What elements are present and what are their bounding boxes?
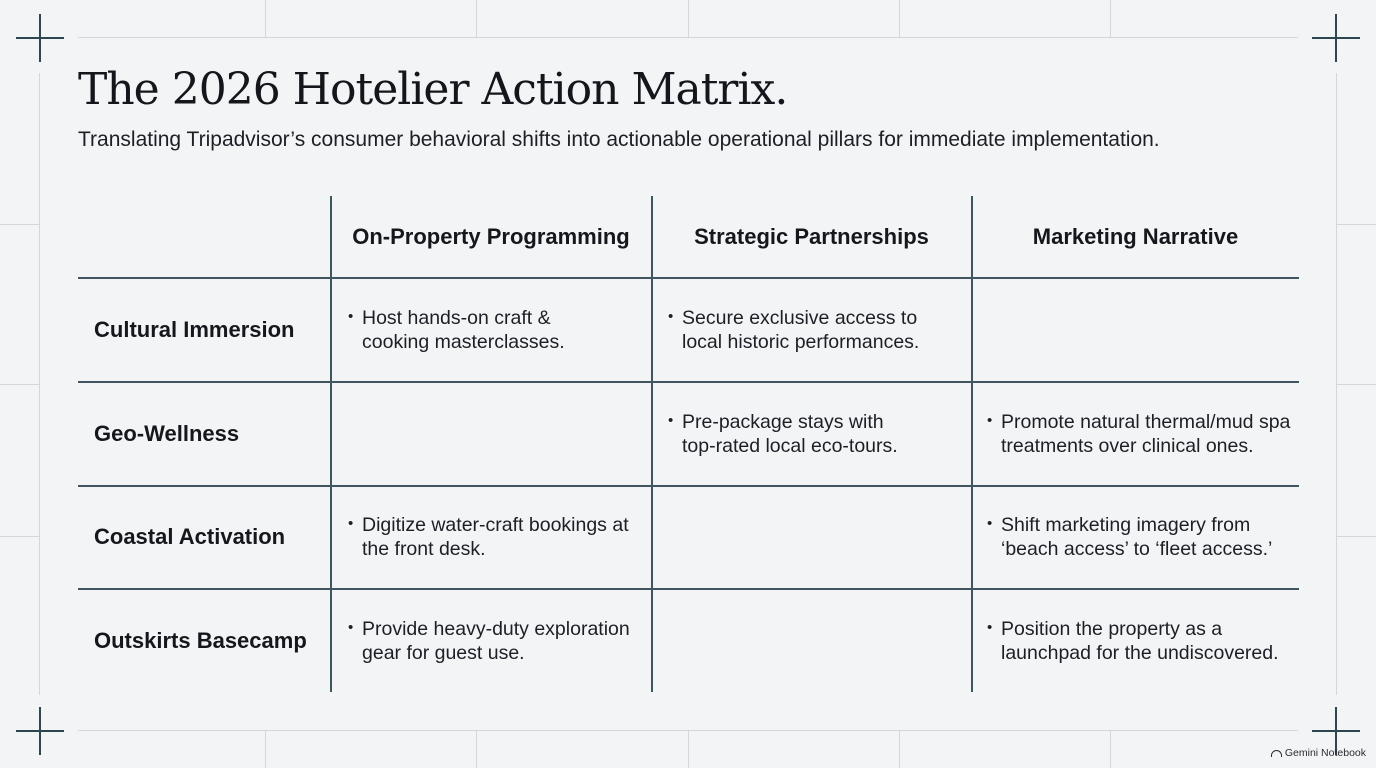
cell-text: Promote natural thermal/mud spa treatmen…	[987, 409, 1297, 458]
row-divider	[78, 381, 1299, 383]
row-header-cultural-immersion: Cultural Immersion	[94, 316, 295, 342]
matrix-cell: Secure exclusive access to local histori…	[668, 278, 963, 381]
cell-text: Secure exclusive access to local histori…	[668, 305, 944, 354]
matrix-cell: Digitize water-craft bookings at the fro…	[348, 486, 643, 588]
cell-text: Pre-package stays with top-rated local e…	[668, 409, 914, 458]
row-divider	[78, 588, 1299, 590]
cell-text: Host hands-on craft & cooking masterclas…	[348, 305, 572, 354]
row-header-outskirts-basecamp: Outskirts Basecamp	[94, 627, 307, 653]
cell-text: Digitize water-craft bookings at the fro…	[348, 512, 637, 561]
row-divider	[78, 485, 1299, 487]
crosshair-icon	[1312, 14, 1360, 62]
column-divider	[651, 196, 653, 692]
crosshair-icon	[1312, 707, 1360, 755]
crosshair-icon	[16, 707, 64, 755]
matrix-cell: Provide heavy-duty exploration gear for …	[348, 589, 643, 692]
page-subtitle: Translating Tripadvisor’s consumer behav…	[78, 128, 1160, 151]
page-title: The 2026 Hotelier Action Matrix.	[78, 64, 788, 115]
matrix-cell: Position the property as a launchpad for…	[987, 589, 1297, 692]
row-divider	[78, 277, 1299, 279]
column-divider	[330, 196, 332, 692]
row-header-coastal-activation: Coastal Activation	[94, 524, 286, 549]
notebook-icon	[1270, 749, 1282, 757]
column-divider	[971, 196, 973, 692]
brand-label: Gemini Notebook	[1284, 747, 1366, 759]
matrix-cell: Promote natural thermal/mud spa treatmen…	[987, 382, 1297, 485]
matrix-cell: Host hands-on craft & cooking masterclas…	[348, 278, 643, 381]
column-header-strategic-partnerships: Strategic Partnerships	[694, 224, 929, 249]
matrix-cell: Shift marketing imagery from ‘beach acce…	[987, 486, 1297, 588]
action-matrix: On-Property Programming Strategic Partne…	[78, 196, 1299, 692]
cell-text: Shift marketing imagery from ‘beach acce…	[987, 512, 1291, 561]
matrix-cell: Pre-package stays with top-rated local e…	[668, 382, 963, 485]
column-header-marketing-narrative: Marketing Narrative	[1032, 224, 1239, 249]
brand-watermark: Gemini Notebook	[1270, 747, 1366, 759]
column-header-on-property-programming: On-Property Programming	[352, 224, 630, 249]
cell-text: Position the property as a launchpad for…	[987, 616, 1291, 665]
row-header-geo-wellness: Geo-Wellness	[94, 420, 240, 446]
cell-text: Provide heavy-duty exploration gear for …	[348, 616, 643, 665]
crosshair-icon	[16, 14, 64, 62]
